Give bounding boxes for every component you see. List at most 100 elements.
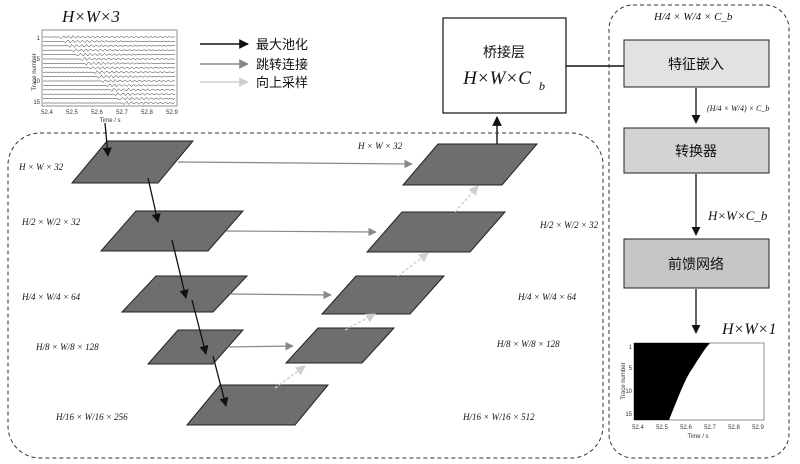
input-ytick: 5 — [37, 57, 41, 63]
skip-arrow — [177, 159, 413, 169]
output-xlabel: Time / s — [687, 434, 708, 440]
ffn-label: 前馈网络 — [668, 256, 724, 273]
legend-maxpool-text: 最大池化 — [256, 38, 308, 53]
unet-container — [7, 132, 604, 459]
seismic-trace — [42, 43, 176, 48]
input-xlabel: Time / s — [99, 118, 120, 124]
encoder-block-1 — [70, 140, 195, 184]
seismic-trace — [42, 83, 176, 88]
embed-label: 特征嵌入 — [668, 57, 724, 73]
decoder-block-3 — [320, 275, 446, 315]
skip-connections — [177, 159, 413, 351]
output-ytick: 5 — [629, 366, 633, 372]
output-xtick: 52.8 — [728, 425, 740, 431]
decoder-size-label: H/8 × W/8 × 128 — [496, 339, 560, 349]
seismic-trace — [42, 101, 176, 105]
transformer-output-label: H×W×C_b — [707, 208, 768, 223]
encoder — [70, 140, 330, 426]
seismic-trace — [42, 57, 176, 61]
ffn-box — [623, 238, 770, 289]
decoder-block-1 — [401, 143, 539, 186]
output-ylabel: Trace number — [621, 362, 627, 399]
bridge-box — [442, 17, 567, 114]
encoder-block-4 — [146, 329, 245, 365]
input-xticks: 52.4 52.5 52.6 52.7 52.8 52.9 — [41, 110, 178, 116]
input-xtick: 52.7 — [116, 110, 128, 116]
seismic-trace — [42, 35, 176, 39]
maxpool-arrow — [191, 299, 209, 355]
seismic-trace — [42, 96, 176, 101]
legend-upsample-text: 向上采样 — [256, 75, 308, 91]
seismic-trace — [42, 70, 176, 75]
input-yticks: 1 5 10 15 — [33, 36, 40, 106]
legend-skip-text: 跳转连接 — [256, 57, 308, 73]
output-xticks: 52.4 52.5 52.6 52.7 52.8 52.9 — [632, 425, 764, 431]
output-plot: Trace number 1 5 10 15 52.4 52.5 52.6 52… — [621, 342, 764, 440]
seismic-trace — [42, 39, 176, 44]
decoder-block-2 — [365, 211, 507, 253]
decoder-size-label: H/16 × W/16 × 512 — [462, 412, 535, 422]
seismic-trace — [42, 61, 176, 66]
output-xtick: 52.7 — [704, 425, 716, 431]
encoder-size-label: H × W × 32 — [18, 162, 64, 172]
decoder-size-label: H × W × 32 — [357, 141, 403, 151]
output-xtick: 52.4 — [632, 425, 644, 431]
decoder-size-label: H/4 × W/4 × 64 — [517, 292, 577, 302]
embed-output-label: (H/4 × W/4) × C_b — [707, 104, 769, 113]
output-xtick: 52.5 — [656, 425, 668, 431]
seismic-trace — [42, 87, 176, 92]
encoder-size-label: H/4 × W/4 × 64 — [21, 292, 81, 302]
encoder-size-label: H/2 × W/2 × 32 — [21, 217, 81, 227]
transformer-panel — [608, 4, 790, 459]
decoder-block-4 — [284, 327, 396, 364]
input-size-label: H×W×3 — [61, 7, 120, 26]
output-size-label: H×W×1 — [721, 321, 776, 338]
encoder-size-label: H/16 × W/16 × 256 — [55, 412, 128, 422]
decoder-labels: H × W × 32 H/2 × W/2 × 32 H/4 × W/4 × 64… — [357, 141, 599, 422]
encoder-labels: H × W × 32 H/2 × W/2 × 32 H/4 × W/4 × 64… — [18, 162, 128, 422]
upsample-arrow — [397, 252, 429, 277]
input-xtick: 52.4 — [41, 110, 53, 116]
seismic-trace — [42, 79, 176, 83]
input-plot: H×W×3 Trace number 1 5 10 15 52.4 52.5 5… — [32, 7, 178, 124]
skip-arrow — [225, 227, 377, 237]
bridge-dims-sub: b — [539, 79, 545, 93]
input-xtick: 52.5 — [66, 110, 78, 116]
output-mask-region — [634, 343, 710, 420]
output-ytick: 10 — [625, 389, 632, 395]
seismic-trace — [42, 92, 176, 96]
input-xtick: 52.8 — [141, 110, 153, 116]
maxpool-arrow — [171, 239, 189, 299]
input-traces — [42, 35, 176, 105]
upsampling-arrows — [274, 185, 479, 389]
seismic-trace — [42, 74, 176, 79]
output-ytick: 1 — [629, 345, 633, 351]
bridge-dims: H×W×C — [462, 68, 531, 89]
skip-arrow — [229, 290, 332, 300]
embed-box — [623, 39, 770, 88]
maxpool-arrow — [147, 177, 161, 223]
output-xtick: 52.6 — [680, 425, 692, 431]
seismic-trace — [42, 66, 176, 70]
output-ytick: 15 — [625, 412, 632, 418]
transformer-label: 转换器 — [675, 143, 717, 160]
seismic-trace — [42, 48, 176, 53]
skip-arrow — [227, 341, 294, 351]
seismic-trace — [42, 52, 176, 57]
input-to-encoder-arrow — [102, 122, 112, 157]
encoder-block-2 — [99, 210, 245, 252]
upsample-arrow — [454, 185, 479, 213]
input-ylabel: Trace number — [32, 53, 38, 90]
output-xtick: 52.9 — [752, 425, 764, 431]
encoder-block-5 — [185, 384, 330, 426]
bridge-title: 桥接层 — [483, 44, 525, 61]
transformer-box — [623, 127, 770, 174]
input-xtick: 52.9 — [166, 110, 178, 116]
maxpool-arrows — [102, 122, 229, 407]
input-xtick: 52.6 — [91, 110, 103, 116]
decoder — [284, 143, 539, 364]
legend: 最大池化 跳转连接 向上采样 — [200, 38, 308, 91]
encoder-size-label: H/8 × W/8 × 128 — [35, 342, 99, 352]
output-yticks: 1 5 10 15 — [625, 345, 632, 418]
